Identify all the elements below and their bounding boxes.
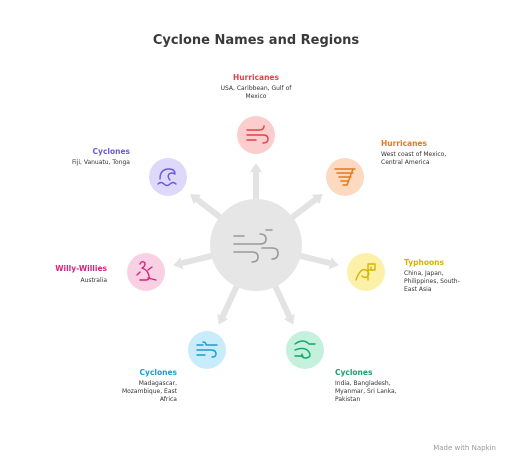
spoke-3: [270, 279, 294, 321]
center-hub: [210, 199, 302, 291]
item-label-0: Hurricanes: [233, 73, 279, 82]
spoke-1: [285, 195, 320, 224]
region-node-6: [149, 158, 187, 196]
wind-icon: [233, 229, 279, 263]
region-node-4: [188, 331, 226, 369]
swirl-icon: [294, 340, 316, 359]
spoke-arrowhead-2: [328, 257, 339, 270]
tornado-icon: [334, 168, 356, 186]
item-desc-4: Madagascar, Mozambique, East Africa: [121, 380, 177, 403]
spoke-arrowhead-3: [283, 313, 295, 325]
item-desc-0: USA, Caribbean, Gulf of Mexico: [220, 85, 292, 100]
item-desc-3: India, Bangladesh, Myanmar, Sri Lanka, P…: [335, 380, 397, 403]
spoke-arrowhead-4: [217, 313, 229, 325]
region-node-1: [326, 158, 364, 196]
region-node-0: [237, 116, 275, 154]
footer-attribution: Made with Napkin: [433, 444, 496, 452]
spoke-arrowhead-5: [173, 257, 184, 270]
region-node-3: [286, 331, 324, 369]
item-label-6: Cyclones: [92, 147, 130, 156]
item-desc-5: Australia: [80, 277, 107, 284]
item-desc-2: China, Japan, Philippines, South-East As…: [404, 270, 460, 293]
spoke-5: [178, 251, 218, 267]
region-node-5: [127, 253, 165, 291]
region-node-circle-3: [286, 331, 324, 369]
item-desc-1: West coast of Mexico, Central America: [381, 151, 447, 166]
item-desc-6: Fiji, Vanuatu, Tonga: [71, 159, 130, 166]
page-title: Cyclone Names and Regions: [152, 33, 360, 48]
item-label-2: Typhoons: [404, 258, 444, 267]
item-label-3: Cyclones: [335, 368, 373, 377]
item-label-4: Cyclones: [139, 368, 177, 377]
spoke-arrowhead-1: [311, 193, 323, 205]
item-label-1: Hurricanes: [381, 139, 427, 148]
wave-flag-icon: [355, 263, 376, 281]
wave-icon: [157, 168, 177, 187]
spoke-4: [218, 279, 242, 321]
spoke-arrowhead-0: [250, 163, 262, 172]
wind-lines-icon: [196, 341, 218, 358]
spoke-6: [193, 195, 227, 223]
kangaroo-icon: [136, 261, 157, 281]
region-node-circle-5: [127, 253, 165, 291]
region-node-2: [347, 253, 385, 291]
item-label-5: Willy-Willies: [55, 264, 107, 273]
spoke-arrowhead-6: [190, 194, 201, 205]
wind-icon: [246, 125, 269, 144]
spoke-2: [294, 251, 334, 267]
region-node-circle-2: [347, 253, 385, 291]
